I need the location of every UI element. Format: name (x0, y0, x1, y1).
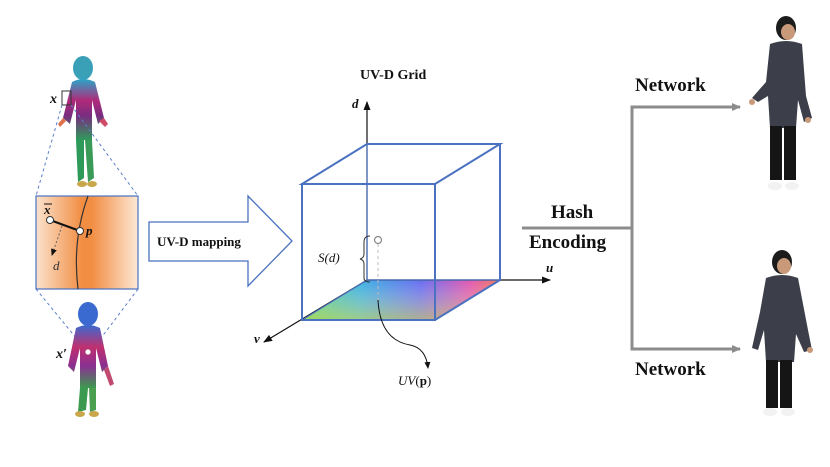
zoom-line-bottom-right (91, 288, 139, 351)
x-top-label: x (49, 92, 57, 107)
uvd-cube (298, 143, 504, 321)
d-direction-arrow (51, 225, 63, 256)
x-prime-label: x′ (55, 347, 67, 362)
v-axis-label: v (254, 331, 260, 346)
uvd-grid-title: UV-D Grid (360, 68, 426, 83)
xbar-point (46, 216, 54, 224)
rendered-person-top (749, 16, 812, 190)
uvp-label: UV(p) (398, 373, 431, 388)
p-label: p (85, 223, 93, 238)
branch-top-arrow (630, 103, 741, 228)
sd-brace (359, 235, 371, 283)
rendered-person-bottom (752, 250, 813, 416)
network-top-label: Network (635, 75, 706, 96)
human-mesh-top (58, 56, 108, 187)
d-label-zoom: d (53, 258, 60, 273)
xbar-to-p-segment (49, 219, 81, 232)
uvd-mapping-arrow (148, 194, 293, 288)
sd-label: S(d) (318, 250, 340, 265)
u-axis-label: u (546, 260, 553, 275)
uvp-prefix: UV (398, 373, 417, 388)
p-point (76, 227, 84, 235)
zoom-line-top-right (70, 104, 139, 197)
x-selection-box (61, 90, 72, 106)
uvd-mapping-label: UV-D mapping (157, 234, 241, 249)
network-bottom-label: Network (635, 359, 706, 380)
uvp-arrow (377, 299, 431, 369)
sample-point (373, 235, 383, 245)
uvp-arg: p (420, 373, 427, 388)
encoding-label: Encoding (529, 232, 607, 253)
surface-curve (75, 195, 89, 290)
hash-label: Hash (551, 202, 594, 223)
d-axis-label: d (352, 96, 359, 111)
branch-bottom-arrow (630, 228, 741, 353)
xbar-label: x (43, 202, 51, 217)
zoom-line-top-left (35, 104, 63, 197)
zoom-inset: x p d (35, 195, 139, 290)
human-mesh-bottom (68, 302, 114, 417)
zoom-line-bottom-left (35, 288, 87, 351)
